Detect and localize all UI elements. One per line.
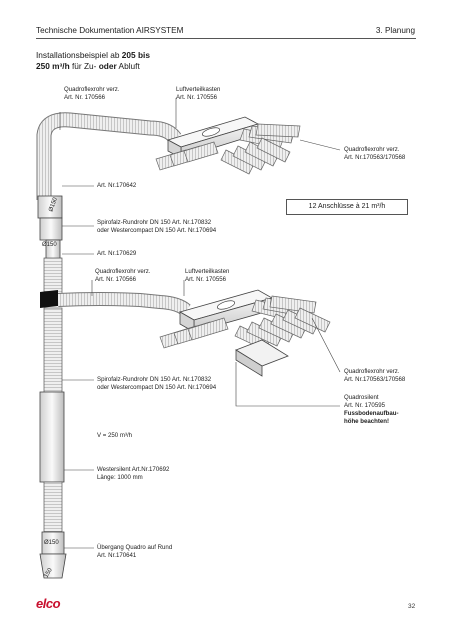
elco-logo: elco — [36, 596, 61, 611]
riser-lower — [39, 307, 67, 579]
riser-upper — [37, 195, 63, 299]
label-art-170642: Art. Nr.170642 — [97, 182, 137, 189]
top-outlets — [155, 123, 301, 175]
warning-text: Fussbodenaufbau- — [344, 410, 399, 417]
label-art-170629: Art. Nr.170629 — [97, 250, 137, 257]
connections-box: 12 Anschlüsse à 21 m³/h — [286, 199, 408, 215]
leader-lines — [59, 98, 341, 549]
mid-flex-duct — [40, 290, 191, 316]
label-quadro-right-top: Quadroflexrohr verz.Art. Nr.170563/17056… — [344, 146, 406, 161]
header-rule — [36, 38, 416, 39]
pipe-mark-1: Ø150 — [48, 196, 59, 212]
label-quadro-right-mid: Quadroflexrohr verz.Art. Nr.170563/17056… — [344, 368, 406, 383]
intro-text: Installationsbeispiel ab 205 bis 250 m³/… — [36, 50, 150, 71]
label-spiro-top: Spirofalz-Rundrohr DN 150 Art. Nr.170832… — [97, 219, 217, 234]
header-right: 3. Planung — [375, 26, 415, 35]
header-left: Technische Dokumentation AIRSYSTEM — [36, 26, 184, 35]
label-quadro-mid: Quadroflexrohr verz.Art. Nr. 170566 — [95, 268, 151, 283]
page-number: 32 — [408, 603, 416, 610]
pipe-mark-4: 150 — [44, 567, 55, 579]
mid-outlets — [159, 295, 331, 377]
label-spiro-mid: Spirofalz-Rundrohr DN 150 Art. Nr.170832… — [97, 376, 217, 391]
label-volume: V = 250 m³/h — [97, 432, 133, 439]
top-flex-duct — [36, 112, 182, 200]
label-quadro-top: Quadroflexrohr verz.Art. Nr. 170566 — [64, 86, 120, 101]
pipe-mark-2: Ø150 — [42, 242, 57, 248]
pipe-mark-3: Ø150 — [44, 540, 59, 546]
